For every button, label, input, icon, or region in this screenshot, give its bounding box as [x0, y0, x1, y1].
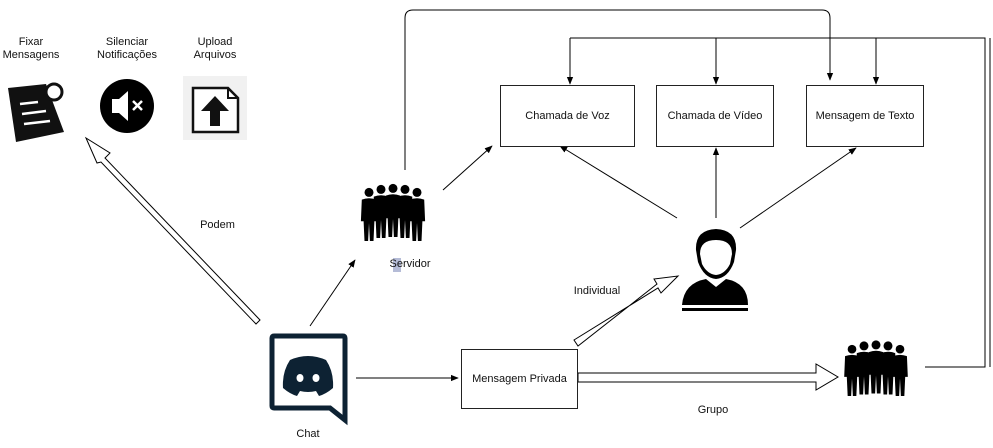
group-people-icon — [360, 183, 426, 241]
individual-edge-label: Individual — [573, 285, 621, 297]
upload-file-icon — [183, 76, 247, 140]
individual-hollow-arrow — [573, 275, 680, 347]
mute-notifications-label: Silenciar Notificações — [90, 36, 164, 62]
server-to-voice-arrow — [442, 145, 493, 191]
user-to-text-arrow — [739, 147, 857, 229]
video-call-label: Chamada de Vídeo — [667, 110, 763, 122]
private-message-label: Mensagem Privada — [472, 373, 567, 385]
pin-note-icon — [8, 82, 64, 142]
speaker-mute-icon — [100, 79, 154, 133]
private-message-node[interactable]: Mensagem Privada — [461, 349, 578, 409]
group-hollow-arrow — [577, 363, 839, 391]
text-cursor — [393, 258, 401, 272]
text-message-label: Mensagem de Texto — [815, 110, 915, 122]
chat-to-server-arrow — [309, 259, 356, 327]
user-avatar-icon — [682, 229, 748, 311]
pin-label-line1: Fixar — [18, 36, 44, 48]
voice-call-node[interactable]: Chamada de Voz — [500, 85, 635, 147]
upload-label-line2: Arquivos — [193, 49, 237, 61]
video-call-node[interactable]: Chamada de Vídeo — [656, 85, 774, 147]
mute-label-line2: Notificações — [97, 49, 157, 61]
user-to-voice-arrow — [559, 145, 678, 219]
upload-label-line1: Upload — [197, 36, 233, 48]
pin-messages-label: Fixar Mensagens — [0, 36, 62, 62]
can-edge-label: Podem — [200, 219, 235, 231]
group-edge-label: Grupo — [697, 404, 729, 416]
chat-label: Chat — [296, 428, 320, 440]
voice-call-label: Chamada de Voz — [525, 110, 610, 122]
group-people-icon — [844, 340, 908, 396]
can-hollow-arrow — [84, 136, 261, 325]
discord-chat-icon — [269, 333, 348, 426]
group-loop-line — [570, 37, 986, 368]
upload-files-label: Upload Arquivos — [185, 36, 245, 62]
server-label: Servidor — [389, 258, 431, 270]
pin-label-line2: Mensagens — [2, 49, 60, 61]
text-message-node[interactable]: Mensagem de Texto — [806, 85, 924, 147]
mute-label-line1: Silenciar — [105, 36, 149, 48]
server-to-text-loop — [404, 9, 834, 170]
